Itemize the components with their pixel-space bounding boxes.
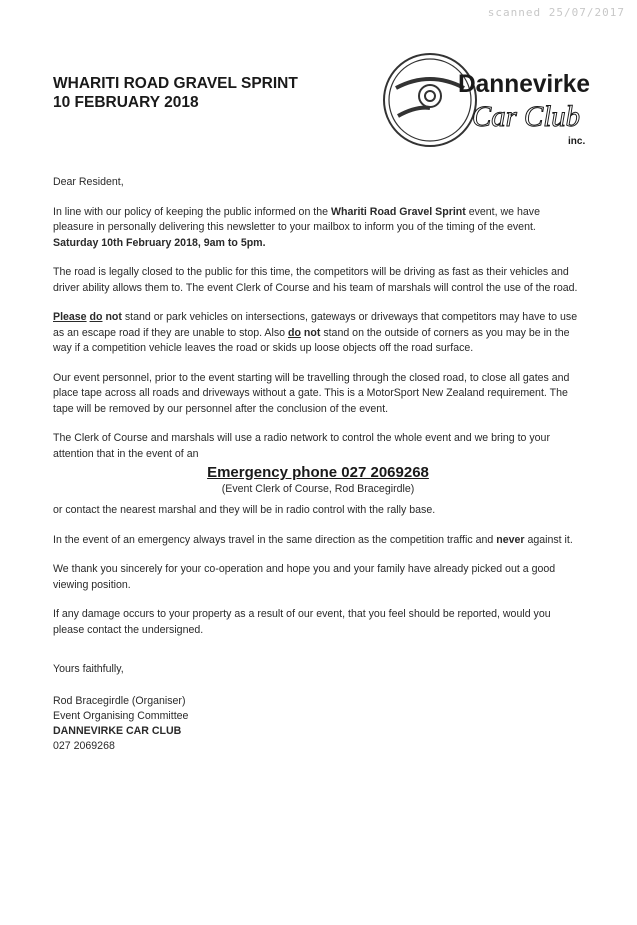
- emergency-phone: Emergency phone 027 2069268: [207, 464, 429, 481]
- event-date-time: Saturday 10th February 2018, 9am to 5pm.: [53, 236, 266, 249]
- scan-stamp: scanned 25/07/2017: [487, 6, 625, 19]
- greeting: Dear Resident,: [53, 176, 124, 188]
- paragraph-gates: Our event personnel, prior to the event …: [53, 371, 570, 415]
- emphasis-not-2: not: [303, 326, 321, 339]
- emphasis-do: do: [89, 311, 103, 323]
- signatory-name: Rod Bracegirdle (Organiser): [53, 694, 186, 707]
- paragraph-thanks: We thank you sincerely for your co-opera…: [53, 563, 556, 591]
- intro-text: In line with our policy of keeping the p…: [53, 205, 331, 218]
- title-line-date: 10 FEBRUARY 2018: [53, 94, 199, 111]
- club-logo: Dannevirke Car Club inc.: [383, 53, 590, 147]
- safety-text: stand or park vehicles on intersections,…: [53, 311, 578, 339]
- logo-suffix-inc: inc.: [568, 136, 585, 147]
- intro-text-2: event, we have pleasure in personally de…: [53, 205, 540, 234]
- logo-word-car-club: Car Club: [472, 100, 580, 133]
- safety-text-2: stand on the outside of corners as you m…: [53, 326, 570, 355]
- paragraph-road-closure: The road is legally closed to the public…: [53, 266, 578, 294]
- title-line-event: WHARITI ROAD GRAVEL SPRINT: [53, 75, 298, 92]
- paragraph-safety: Please do not stand or park vehicles on …: [53, 310, 583, 357]
- emphasis-never: never: [496, 533, 525, 546]
- direction-text-2: against it.: [524, 533, 573, 546]
- emergency-contact-person: (Event Clerk of Course, Rod Bracegirdle): [221, 483, 415, 495]
- closing: Yours faithfully,: [53, 663, 124, 675]
- steering-wheel-icon: [383, 53, 477, 147]
- paragraph-direction: In the event of an emergency always trav…: [53, 533, 583, 549]
- signature-block: Rod Bracegirdle (Organiser) Event Organi…: [53, 694, 583, 754]
- paragraph-damage: If any damage occurs to your property as…: [53, 608, 551, 636]
- event-name: Whariti Road Gravel Sprint: [330, 205, 466, 218]
- page-title: WHARITI ROAD GRAVEL SPRINT 10 FEBRUARY 2…: [53, 74, 298, 112]
- signatory-committee: Event Organising Committee: [53, 709, 189, 722]
- emphasis-please: Please: [53, 311, 87, 323]
- paragraph-intro: In line with our policy of keeping the p…: [53, 205, 583, 252]
- paragraph-marshal: or contact the nearest marshal and they …: [53, 504, 436, 516]
- emergency-contact: Emergency phone 027 2069268 (Event Clerk…: [53, 464, 583, 497]
- emphasis-not: not: [105, 311, 122, 323]
- paragraph-radio: The Clerk of Course and marshals will us…: [53, 432, 550, 460]
- logo-word-dannevirke: Dannevirke: [458, 70, 590, 98]
- letter-body: Dear Resident, In line with our policy o…: [53, 175, 583, 754]
- signatory-club: DANNEVIRKE CAR CLUB: [53, 724, 182, 737]
- emphasis-do-2: do: [287, 326, 301, 339]
- signatory-phone: 027 2069268: [53, 739, 115, 752]
- direction-text: In the event of an emergency always trav…: [53, 533, 497, 546]
